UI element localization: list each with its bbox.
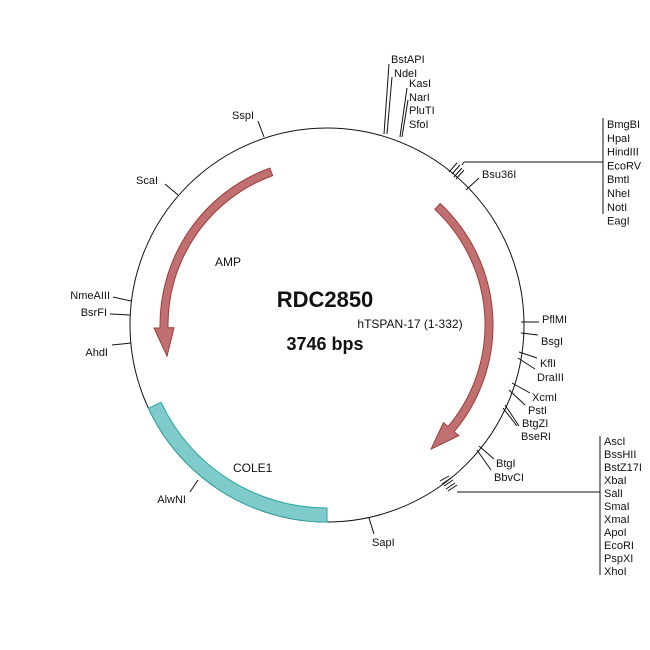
mcs-site-label: EcoRV — [607, 160, 642, 172]
mcs-site-label: HpaI — [607, 133, 630, 145]
mcs-site-label: BstZ17I — [604, 462, 642, 474]
mcs-site-label: BmgBI — [607, 119, 640, 131]
svg-text:NdeI: NdeI — [394, 68, 417, 80]
svg-text:XcmI: XcmI — [532, 392, 557, 404]
svg-text:BtgI: BtgI — [496, 458, 516, 470]
plasmid-name: RDC2850 — [277, 287, 374, 312]
svg-text:SspI: SspI — [232, 110, 254, 122]
svg-text:BbvCI: BbvCI — [494, 472, 524, 484]
svg-text:SfoI: SfoI — [409, 119, 429, 131]
mcs-bottom-group[interactable]: AscIBssHIIBstZ17IXbaISalISmaIXmaIApoIEco… — [439, 436, 642, 578]
cole1-feature-band[interactable] — [147, 401, 328, 523]
svg-text:KasI: KasI — [409, 78, 431, 90]
site-bstapi-ndei[interactable]: BstAPI NdeI — [383, 54, 425, 135]
site-kasi-group[interactable]: KasI NarI PluTI SfoI — [399, 78, 435, 138]
mcs-site-label: NotI — [607, 202, 627, 214]
site-kfli-draiii[interactable]: KflI DraIII — [517, 351, 564, 384]
svg-text:PstI: PstI — [528, 405, 547, 417]
mcs-site-label: BssHII — [604, 449, 636, 461]
svg-text:KflI: KflI — [540, 358, 556, 370]
site-alwni[interactable]: AlwNI — [157, 479, 199, 506]
site-btgi-bbvci[interactable]: BtgI BbvCI — [476, 445, 524, 484]
mcs-site-label: HindIII — [607, 147, 639, 159]
mcs-site-label: SmaI — [604, 501, 630, 513]
svg-text:AhdI: AhdI — [85, 347, 108, 359]
site-bsrfi[interactable]: BsrFI — [81, 307, 131, 319]
site-scai[interactable]: ScaI — [136, 175, 179, 196]
mcs-site-label: XhoI — [604, 566, 627, 578]
svg-text:PluTI: PluTI — [409, 105, 435, 117]
site-ahdi[interactable]: AhdI — [85, 342, 132, 359]
svg-text:NarI: NarI — [409, 92, 430, 104]
mcs-site-label: SalI — [604, 488, 623, 500]
site-pflmi[interactable]: PflMI — [521, 314, 567, 326]
mcs-site-label: EagI — [607, 216, 630, 228]
svg-text:BseRI: BseRI — [521, 431, 551, 443]
site-sapi[interactable]: SapI — [368, 517, 395, 549]
mcs-site-label: XbaI — [604, 475, 627, 487]
svg-text:BstAPI: BstAPI — [391, 54, 425, 66]
amp-label: AMP — [215, 255, 241, 269]
svg-text:BsgI: BsgI — [541, 336, 563, 348]
site-sspi[interactable]: SspI — [232, 110, 265, 138]
mcs-site-label: BmtI — [607, 174, 630, 186]
svg-text:AlwNI: AlwNI — [157, 494, 186, 506]
insert-feature-arrow[interactable] — [430, 202, 494, 451]
svg-text:BtgZI: BtgZI — [522, 418, 548, 430]
site-bsgi[interactable]: BsgI — [520, 332, 563, 348]
mcs-site-label: EcoRI — [604, 540, 634, 552]
site-nmeaiii[interactable]: NmeAIII — [70, 290, 132, 302]
svg-text:SapI: SapI — [372, 537, 395, 549]
svg-text:PflMI: PflMI — [542, 314, 567, 326]
mcs-site-label: XmaI — [604, 514, 630, 526]
svg-text:ScaI: ScaI — [136, 175, 158, 187]
svg-text:Bsu36I: Bsu36I — [482, 169, 516, 181]
mcs-site-label: NheI — [607, 188, 630, 200]
cole1-label: COLE1 — [233, 461, 273, 475]
svg-text:BsrFI: BsrFI — [81, 307, 107, 319]
plasmid-size: 3746 bps — [286, 334, 363, 354]
insert-label: hTSPAN-17 (1-332) — [357, 317, 462, 331]
svg-text:NmeAIII: NmeAIII — [70, 290, 110, 302]
svg-text:DraIII: DraIII — [537, 372, 564, 384]
mcs-site-label: PspXI — [604, 553, 633, 565]
amp-feature-arrow[interactable] — [153, 167, 274, 358]
mcs-site-label: AscI — [604, 436, 625, 448]
site-bsu36i[interactable]: Bsu36I — [465, 169, 516, 191]
mcs-site-label: ApoI — [604, 527, 627, 539]
